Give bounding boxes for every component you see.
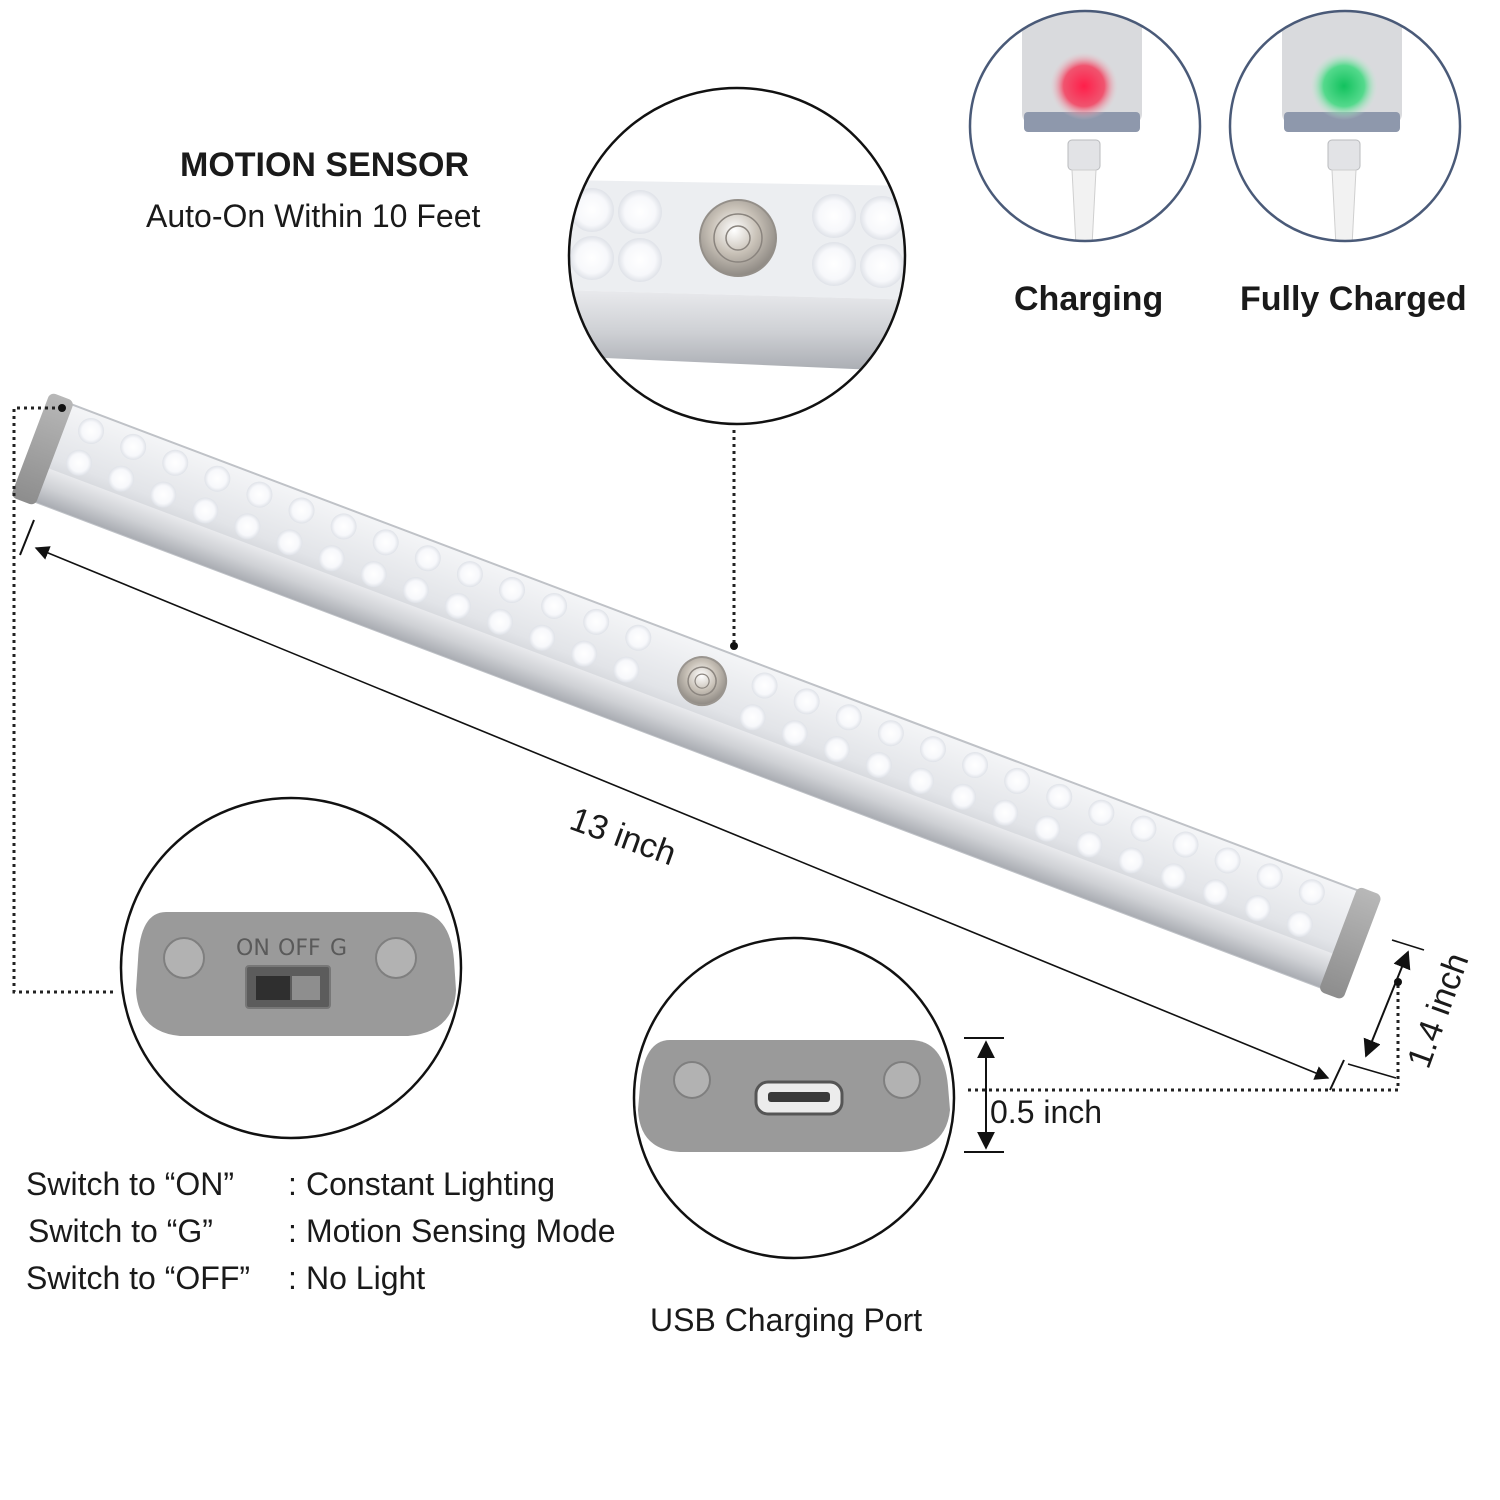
led-dot: [812, 194, 856, 238]
switch-mode-sep: :: [288, 1213, 297, 1249]
charging-indicator-zoom: [968, 9, 1202, 243]
led-dot: [78, 417, 105, 444]
leader-dot: [730, 642, 738, 650]
led-dot: [120, 433, 147, 460]
charging-label: Charging: [1014, 280, 1164, 318]
switch-label-off: OFF: [278, 936, 321, 961]
motion-sensor-title: MOTION SENSOR: [180, 146, 470, 184]
led-dot: [812, 242, 856, 286]
switch-mode-value: Constant Lighting: [306, 1166, 556, 1202]
led-dot: [162, 449, 189, 476]
switch-mode-value: Motion Sensing Mode: [306, 1213, 616, 1249]
switch-label-on: ON: [236, 936, 270, 961]
fully-charged-label: Fully Charged: [1240, 280, 1467, 318]
led-dot: [192, 497, 219, 524]
switch-mode-sep: :: [288, 1260, 297, 1296]
leader-dot: [58, 404, 66, 412]
leader-lines: [12, 406, 1400, 1092]
switch-mode-sep: :: [288, 1166, 297, 1202]
led-dot: [234, 513, 261, 540]
motion-sensor-subtitle: Auto-On Within 10 Feet: [146, 198, 481, 234]
switch-mode-value: No Light: [306, 1260, 426, 1296]
switch-mode-key: Switch to “OFF”: [26, 1260, 251, 1296]
led-dot: [618, 190, 662, 234]
height-dimension: [1347, 939, 1425, 1079]
red-led: [1050, 52, 1118, 120]
led-dot: [860, 244, 904, 288]
led-array: [570, 188, 904, 288]
led-dot: [288, 497, 315, 524]
led-dot: [204, 465, 231, 492]
end-cap-right: [1320, 887, 1381, 999]
thickness-dimension: [964, 1037, 1004, 1153]
switch-mode-key: Switch to “ON”: [26, 1166, 235, 1202]
thickness-label: 0.5 inch: [990, 1094, 1103, 1130]
leader-dot: [1394, 978, 1402, 986]
length-dimension: [19, 519, 1345, 1091]
motion-sensor-zoom: [567, 86, 907, 426]
led-dot: [150, 481, 177, 508]
full-charge-indicator-zoom: [1228, 9, 1462, 243]
led-dot: [570, 188, 614, 232]
end-cap-left: [12, 393, 73, 505]
mode-switch-zoom: ON OFF G: [119, 796, 463, 1140]
switch-label-g: G: [330, 936, 347, 961]
switch-mode-key: Switch to “G”: [28, 1213, 213, 1249]
led-dot: [860, 196, 904, 240]
led-dot: [108, 465, 135, 492]
led-dot: [246, 481, 273, 508]
led-dot: [618, 238, 662, 282]
led-dot: [570, 236, 614, 280]
led-dot: [66, 449, 93, 476]
usb-port-zoom: [632, 936, 956, 1260]
led-dot: [330, 513, 357, 540]
usb-port-label: USB Charging Port: [650, 1302, 923, 1338]
green-led: [1310, 52, 1378, 120]
